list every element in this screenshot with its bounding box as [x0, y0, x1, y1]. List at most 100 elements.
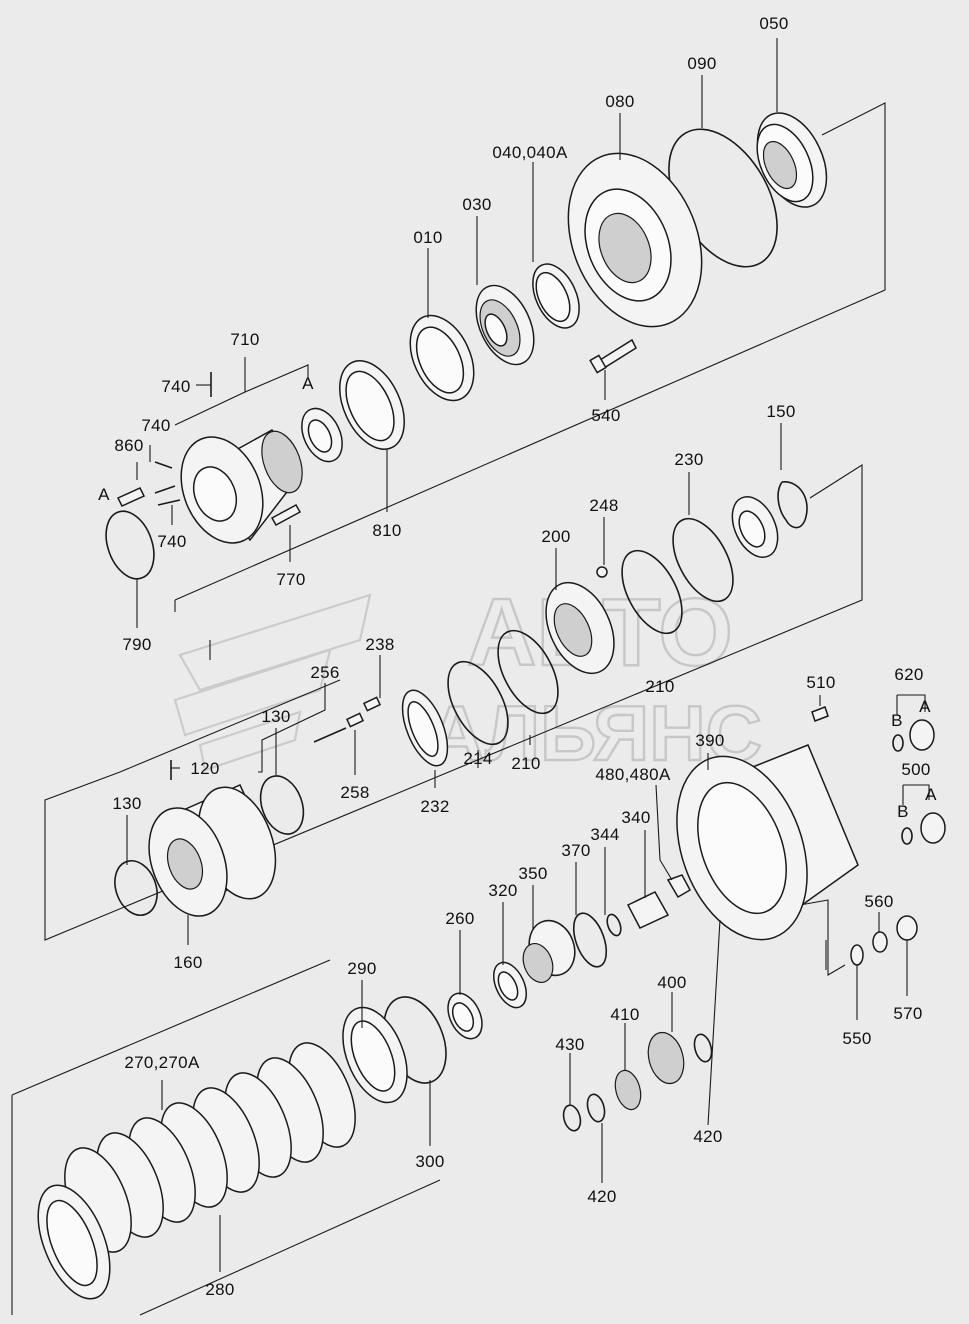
label-420-lower: 420	[587, 1187, 616, 1206]
part-320-washer	[493, 961, 527, 1009]
label-214: 214	[463, 749, 492, 768]
part-510-bolt	[811, 706, 829, 722]
label-b-500: B	[897, 802, 909, 821]
part-a-nut	[301, 407, 343, 463]
label-260: 260	[445, 909, 474, 928]
leader-lines	[126, 38, 930, 1272]
part-540-bolt	[589, 338, 637, 374]
label-210-upper: 210	[645, 677, 674, 696]
label-280: 280	[205, 1280, 234, 1299]
part-290-plate	[342, 1006, 408, 1104]
label-570: 570	[893, 1004, 922, 1023]
label-b-620: B	[891, 711, 903, 730]
label-340: 340	[621, 808, 650, 827]
label-130-lower: 130	[112, 794, 141, 813]
label-300: 300	[415, 1152, 444, 1171]
part-256-pin	[313, 727, 347, 743]
part-040-bearing-race	[532, 263, 580, 329]
label-238: 238	[365, 635, 394, 654]
label-230: 230	[674, 450, 703, 469]
label-540: 540	[591, 406, 620, 425]
part-340-shaft	[626, 891, 670, 929]
label-a-500: A	[925, 785, 937, 804]
label-810: 810	[372, 521, 401, 540]
part-258-spring	[345, 712, 365, 728]
label-740-mid: 740	[141, 416, 170, 435]
label-620: 620	[894, 665, 923, 684]
label-150: 150	[766, 402, 795, 421]
label-420-upper: 420	[693, 1127, 722, 1146]
part-500-plug	[901, 812, 946, 845]
part-410-bearing	[614, 1069, 642, 1111]
part-770-bolt	[270, 503, 302, 527]
label-248: 248	[589, 496, 618, 515]
part-390-housing	[676, 744, 859, 941]
label-560: 560	[864, 892, 893, 911]
part-810-shim	[339, 360, 405, 450]
part-214-ring	[447, 660, 509, 746]
part-430-ring	[562, 1104, 582, 1132]
part-560-washer	[872, 931, 888, 953]
label-430: 430	[555, 1035, 584, 1054]
part-260-washer	[447, 992, 483, 1040]
label-344: 344	[590, 825, 619, 844]
part-270-friction-plates	[37, 1042, 356, 1300]
label-320: 320	[488, 881, 517, 900]
label-290: 290	[347, 959, 376, 978]
part-570-nut	[896, 915, 918, 941]
part-130-ring-right	[259, 775, 305, 835]
part-130-ring-left	[114, 860, 158, 916]
part-860-fitting	[116, 487, 146, 507]
label-030: 030	[462, 195, 491, 214]
label-480: 480,480A	[595, 765, 671, 784]
part-344-ring	[606, 913, 622, 937]
label-500: 500	[901, 760, 930, 779]
label-120: 120	[190, 759, 219, 778]
label-740-top: 740	[161, 377, 190, 396]
label-256: 256	[310, 663, 339, 682]
part-238-spring	[362, 696, 382, 712]
label-350: 350	[518, 864, 547, 883]
label-270: 270,270A	[124, 1053, 200, 1072]
label-040: 040,040A	[492, 143, 568, 162]
label-510: 510	[806, 673, 835, 692]
part-232-plate	[401, 689, 449, 767]
label-400: 400	[657, 973, 686, 992]
label-a-hub: A	[302, 374, 314, 393]
label-550: 550	[842, 1029, 871, 1048]
label-232: 232	[420, 797, 449, 816]
watermark-logo	[173, 593, 372, 772]
part-790-o-ring	[105, 510, 155, 580]
label-a-620: A	[919, 697, 931, 716]
label-790: 790	[122, 635, 151, 654]
part-710-hub	[180, 428, 303, 544]
part-160-cylinder	[148, 784, 277, 917]
label-010: 010	[413, 228, 442, 247]
part-248-plug	[596, 566, 608, 578]
label-710: 710	[230, 330, 259, 349]
part-230-ring	[672, 517, 734, 603]
part-labels: 050 090 080 040,040A 030 010 540 710 740…	[98, 14, 937, 1299]
label-258: 258	[340, 783, 369, 802]
part-420-ring-upper	[693, 1033, 713, 1063]
label-770: 770	[276, 570, 305, 589]
part-420-ring-lower	[586, 1093, 606, 1123]
label-a-left: A	[98, 485, 110, 504]
part-400-bearing	[647, 1031, 685, 1085]
label-130-upper: 130	[261, 707, 290, 726]
part-030-bearing-cone	[475, 284, 535, 366]
part-150-snap-ring	[777, 481, 808, 529]
label-050: 050	[759, 14, 788, 33]
part-010-seal	[409, 314, 475, 402]
label-210-lower: 210	[511, 754, 540, 773]
part-080-housing	[567, 152, 703, 328]
label-090: 090	[687, 54, 716, 73]
label-160: 160	[173, 953, 202, 972]
part-370-snap-ring	[572, 912, 608, 968]
label-740-bottom: 740	[157, 532, 186, 551]
part-210-ring-upper	[621, 549, 683, 635]
label-080: 080	[605, 92, 634, 111]
label-410: 410	[610, 1005, 639, 1024]
part-210-ring-lower	[497, 629, 559, 715]
